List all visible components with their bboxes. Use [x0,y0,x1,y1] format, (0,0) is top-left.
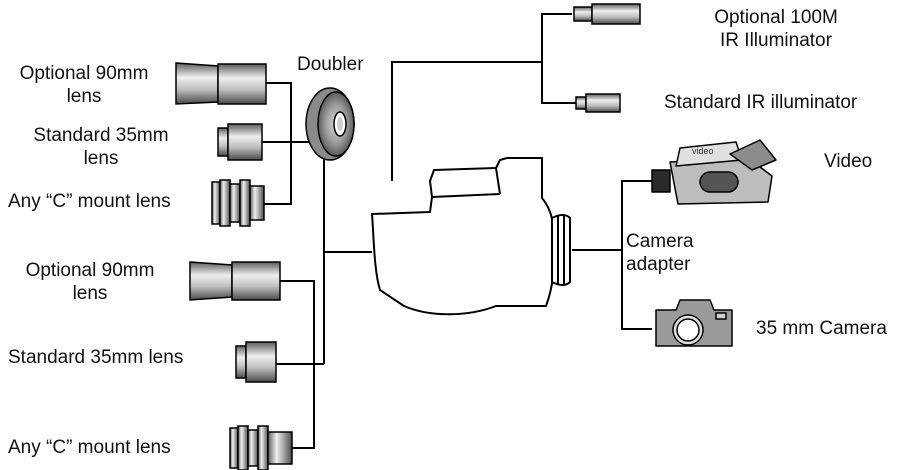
camcorder-badge-text: video [692,146,714,156]
camera-to-illuminators [391,61,542,181]
bottom-standard-35mm-lens-icon [235,341,277,383]
top-lens-bracket [264,82,292,205]
label-top-optional-90mm-line1: Optional 90mm [19,63,149,84]
label-top-optional-90mm-line2: lens [66,86,102,107]
label-standard-ir-illuminator: Standard IR illuminator [664,92,858,113]
label-top-optional-90mm-lens: Optional 90mm lens [0,62,168,108]
label-bottom-optional-90mm-line1: Optional 90mm [25,260,155,281]
label-bottom-c-mount-lens: Any “C” mount lens [8,437,171,458]
bottom-c-mount-lens-icon [229,425,293,470]
doubler-icon [305,87,355,161]
label-top-standard-35mm-line2: lens [83,148,119,169]
camera-adapter-rings-icon [551,214,571,286]
still-35mm-camera-icon [655,299,733,347]
top-optional-90mm-lens-icon [175,62,267,105]
label-camera-adapter-line2: adapter [626,254,691,275]
standard-ir-illuminator-icon [575,93,621,113]
illuminator-bracket [541,13,576,104]
label-bottom-optional-90mm-line2: lens [72,283,108,304]
label-top-c-mount-lens: Any “C” mount lens [8,191,171,212]
top-standard-35mm-lens-icon [217,123,263,161]
label-bottom-standard-35mm-lens: Standard 35mm lens [8,347,184,368]
top-c-mount-lens-icon [211,179,265,227]
video-camcorder-icon [651,139,777,205]
label-optional-100m-line1: Optional 100M [714,7,838,28]
label-top-standard-35mm-line1: Standard 35mm [33,125,169,146]
optional-100m-illuminator-icon [573,3,641,25]
label-top-standard-35mm-lens: Standard 35mm lens [8,124,194,170]
label-video: Video [824,151,873,172]
connector-lines [262,13,652,449]
bottom-optional-90mm-lens-icon [189,261,281,301]
label-35mm-camera: 35 mm Camera [756,318,887,339]
night-vision-unit-outline [371,157,555,316]
label-camera-adapter: Camera adapter [626,230,694,276]
label-doubler: Doubler [297,54,364,75]
label-optional-100m-illuminator: Optional 100M IR Illuminator [676,6,876,52]
label-bottom-optional-90mm-lens: Optional 90mm lens [6,259,174,305]
label-camera-adapter-line1: Camera [626,231,694,252]
label-optional-100m-line2: IR Illuminator [720,30,832,51]
video-35mm-bracket [621,180,652,330]
